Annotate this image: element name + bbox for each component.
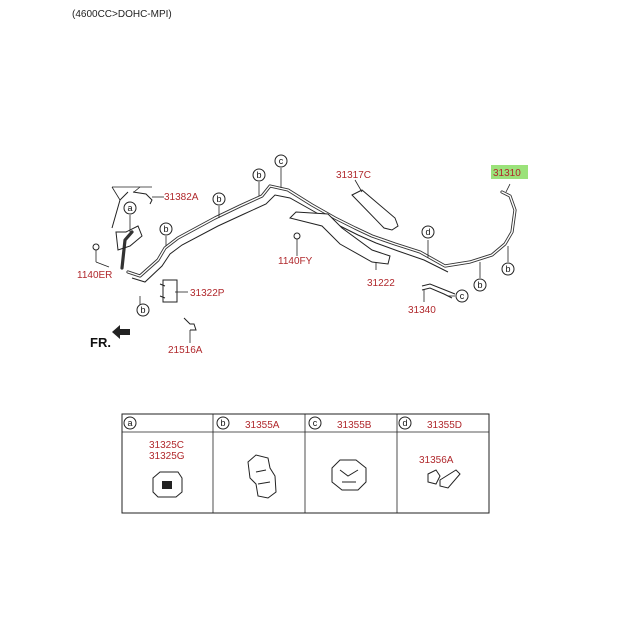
svg-text:b: b: [140, 305, 145, 315]
svg-text:b: b: [505, 264, 510, 274]
bubble-b: b: [252, 168, 266, 182]
highlight-31310: [491, 165, 528, 179]
bubble-b: b: [136, 303, 150, 317]
svg-text:a: a: [127, 203, 132, 213]
leader-lines: [95, 168, 511, 343]
part-31325c[interactable]: 31325C: [149, 440, 184, 451]
svg-text:c: c: [313, 418, 318, 428]
clip-31356a-icon: [427, 469, 441, 485]
front-direction-indicator: FR.: [90, 325, 130, 350]
part-31325g[interactable]: 31325G: [149, 451, 185, 462]
bubble-c: c: [274, 154, 288, 168]
part-31356a[interactable]: 31356A: [419, 455, 454, 466]
front-arrow-icon: [112, 325, 130, 339]
bubble-b: b: [212, 192, 226, 206]
callout-31310[interactable]: 31310: [493, 168, 521, 179]
bubble-b: b: [473, 278, 487, 292]
front-label: FR.: [90, 335, 111, 350]
svg-text:d: d: [402, 418, 407, 428]
part-31355a[interactable]: 31355A: [245, 420, 280, 431]
svg-text:b: b: [220, 418, 225, 428]
svg-text:b: b: [216, 194, 221, 204]
callout-31382a[interactable]: 31382A: [164, 192, 199, 203]
table-col-a: a 31325C 31325G: [123, 416, 185, 498]
fuel-pipe-assembly: [92, 184, 517, 331]
bubble-b: b: [159, 222, 173, 236]
part-31355d[interactable]: 31355D: [427, 420, 462, 431]
svg-text:b: b: [163, 224, 168, 234]
svg-text:c: c: [279, 156, 284, 166]
table-col-c: c 31355B: [308, 416, 372, 491]
table-col-d: d 31355D 31356A: [398, 416, 462, 489]
clip-parts-table: a 31325C 31325G b 31355A c 31355B d 3135…: [121, 413, 490, 514]
bubble-c: c: [455, 289, 469, 303]
callout-31340[interactable]: 31340: [408, 305, 436, 316]
callout-1140er[interactable]: 1140ER: [77, 270, 112, 281]
callout-31317c[interactable]: 31317C: [336, 170, 371, 181]
svg-text:c: c: [460, 291, 465, 301]
callout-21516a[interactable]: 21516A: [168, 345, 203, 356]
callout-31222[interactable]: 31222: [367, 278, 395, 289]
callout-1140fy[interactable]: 1140FY: [278, 256, 313, 267]
svg-text:b: b: [256, 170, 261, 180]
clip-31355a-icon: [247, 454, 277, 499]
part-callouts[interactable]: 31310 31317C 31382A 1140ER 31322P 21516A…: [77, 165, 528, 356]
table-col-b: b 31355A: [216, 416, 280, 499]
svg-text:b: b: [477, 280, 482, 290]
bolt-1140er: [92, 243, 100, 251]
table-frame: [121, 413, 490, 514]
part-31355b[interactable]: 31355B: [337, 420, 372, 431]
engine-variant-header: (4600CC>DOHC-MPI): [72, 9, 172, 20]
bubble-d: d: [421, 225, 435, 239]
bracket-31322p: [162, 279, 178, 303]
svg-text:a: a: [127, 418, 132, 428]
bubble-a: a: [123, 201, 137, 215]
bracket-31317c: [351, 189, 399, 231]
callout-31322p[interactable]: 31322P: [190, 288, 225, 299]
bracket-31222: [289, 211, 391, 265]
reference-bubbles: a b b c b b d c: [123, 154, 515, 317]
bolt-1140fy: [293, 232, 301, 240]
bubble-b: b: [501, 262, 515, 276]
svg-text:d: d: [425, 227, 430, 237]
